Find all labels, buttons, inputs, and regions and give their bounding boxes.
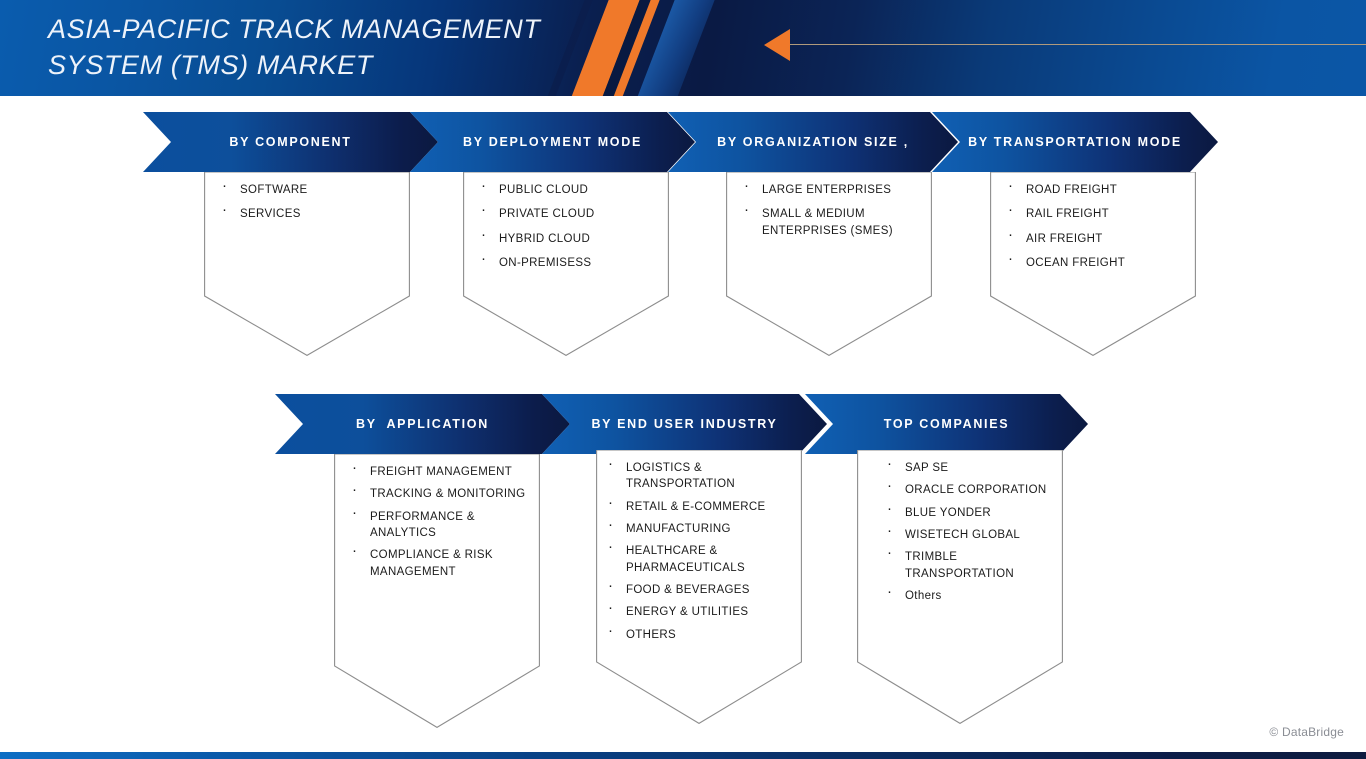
list-item: TRIMBLE TRANSPORTATION <box>883 545 1055 582</box>
list-item: PRIVATE CLOUD <box>477 202 661 222</box>
list-item: HEALTHCARE & PHARMACEUTICALS <box>604 539 794 576</box>
list-item: Others <box>883 584 1055 604</box>
header-band: Asia-Pacific Track Management System (TM… <box>0 0 1366 96</box>
card-top-companies: SAP SE ORACLE CORPORATION BLUE YONDER WI… <box>857 450 1063 724</box>
bullet-list-by-application: FREIGHT MANAGEMENT TRACKING & MONITORING… <box>348 460 532 586</box>
card-by-component: SOFTWARE SERVICES <box>204 172 410 356</box>
bullet-list-by-deployment-mode: PUBLIC CLOUD PRIVATE CLOUD HYBRID CLOUD … <box>477 178 661 279</box>
header-divider-line <box>790 44 1366 45</box>
footer-accent-bar <box>0 752 1366 759</box>
list-item: COMPLIANCE & RISK MANAGEMENT <box>348 543 532 580</box>
card-by-deployment-mode: PUBLIC CLOUD PRIVATE CLOUD HYBRID CLOUD … <box>463 172 669 356</box>
list-item: SAP SE <box>883 456 1055 476</box>
list-item: OTHERS <box>604 623 794 643</box>
list-item: LOGISTICS & TRANSPORTATION <box>604 456 794 493</box>
left-arrow-icon <box>764 29 790 61</box>
list-item: LARGE ENTERPRISES <box>740 178 924 198</box>
list-item: MANUFACTURING <box>604 517 794 537</box>
banner-by-transportation-mode[interactable]: BY TRANSPORTATION MODE <box>932 112 1218 172</box>
list-item: RAIL FREIGHT <box>1004 202 1188 222</box>
list-item: OCEAN FREIGHT <box>1004 251 1188 271</box>
banner-by-organization-size[interactable]: BY ORGANIZATION SIZE , <box>668 112 958 172</box>
list-item: SERVICES <box>218 202 402 222</box>
banner-by-component[interactable]: BY COMPONENT <box>143 112 438 172</box>
list-item: RETAIL & E-COMMERCE <box>604 495 794 515</box>
banner-top-companies[interactable]: TOP COMPANIES <box>805 394 1088 454</box>
list-item: FREIGHT MANAGEMENT <box>348 460 532 480</box>
card-by-end-user-industry: LOGISTICS & TRANSPORTATION RETAIL & E-CO… <box>596 450 802 724</box>
bullet-list-by-end-user-industry: LOGISTICS & TRANSPORTATION RETAIL & E-CO… <box>604 456 794 649</box>
card-by-transportation-mode: ROAD FREIGHT RAIL FREIGHT AIR FREIGHT OC… <box>990 172 1196 356</box>
list-item: SMALL & MEDIUM ENTERPRISES (SMES) <box>740 202 924 239</box>
banner-by-deployment-mode[interactable]: BY DEPLOYMENT MODE <box>410 112 695 172</box>
bullet-list-by-component: SOFTWARE SERVICES <box>218 178 402 231</box>
bullet-list-by-transportation-mode: ROAD FREIGHT RAIL FREIGHT AIR FREIGHT OC… <box>1004 178 1188 279</box>
list-item: BLUE YONDER <box>883 501 1055 521</box>
list-item: AIR FREIGHT <box>1004 227 1188 247</box>
list-item: WISETECH GLOBAL <box>883 523 1055 543</box>
list-item: PERFORMANCE & ANALYTICS <box>348 505 532 542</box>
list-item: TRACKING & MONITORING <box>348 482 532 502</box>
list-item: PUBLIC CLOUD <box>477 178 661 198</box>
list-item: FOOD & BEVERAGES <box>604 578 794 598</box>
bullet-list-by-organization-size: LARGE ENTERPRISES SMALL & MEDIUM ENTERPR… <box>740 178 924 247</box>
page-title: Asia-Pacific Track Management System (TM… <box>48 14 541 80</box>
list-item: HYBRID CLOUD <box>477 227 661 247</box>
list-item: ENERGY & UTILITIES <box>604 600 794 620</box>
card-by-application: FREIGHT MANAGEMENT TRACKING & MONITORING… <box>334 454 540 728</box>
bullet-list-top-companies: SAP SE ORACLE CORPORATION BLUE YONDER WI… <box>883 456 1055 610</box>
list-item: ROAD FREIGHT <box>1004 178 1188 198</box>
list-item: ON-PREMISESS <box>477 251 661 271</box>
copyright-credit: © DataBridge <box>1269 725 1344 739</box>
list-item: SOFTWARE <box>218 178 402 198</box>
list-item: ORACLE CORPORATION <box>883 478 1055 498</box>
banner-by-application[interactable]: BY APPLICATION <box>275 394 570 454</box>
card-by-organization-size: LARGE ENTERPRISES SMALL & MEDIUM ENTERPR… <box>726 172 932 356</box>
banner-by-end-user-industry[interactable]: BY END USER INDUSTRY <box>542 394 827 454</box>
